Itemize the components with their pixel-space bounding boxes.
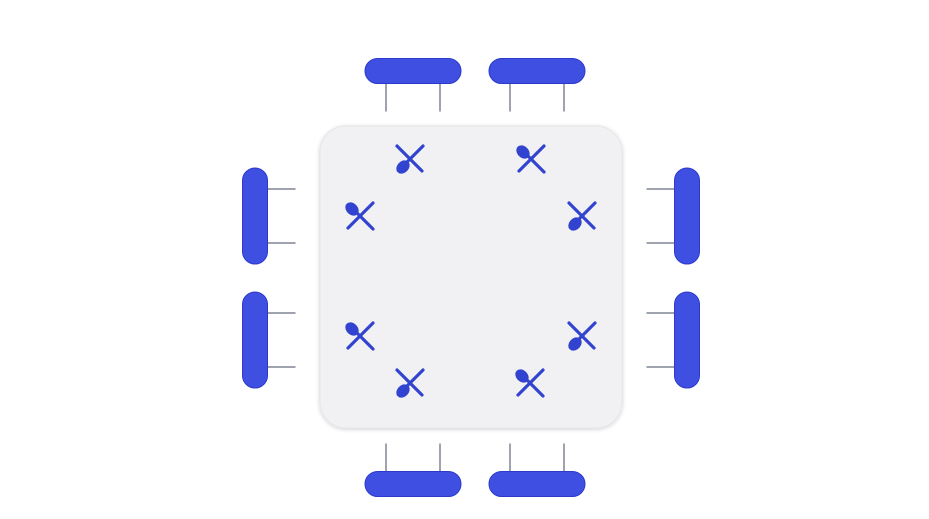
chair-left-lower <box>242 291 296 389</box>
chair-seat <box>242 291 268 389</box>
chair-bottom-right <box>488 443 586 497</box>
chair-seat <box>364 471 462 497</box>
table-top <box>319 125 623 429</box>
chair-seat <box>488 471 586 497</box>
chairs <box>242 58 700 497</box>
chair-right-upper <box>646 167 700 265</box>
chair-top-right <box>488 58 586 112</box>
chair-right-lower <box>646 291 700 389</box>
chair-seat <box>364 58 462 84</box>
chair-left-upper <box>242 167 296 265</box>
chair-top-left <box>364 58 462 112</box>
chair-bottom-left <box>364 443 462 497</box>
chair-seat <box>242 167 268 265</box>
chair-seat <box>674 167 700 265</box>
chair-seat <box>674 291 700 389</box>
chair-seat <box>488 58 586 84</box>
